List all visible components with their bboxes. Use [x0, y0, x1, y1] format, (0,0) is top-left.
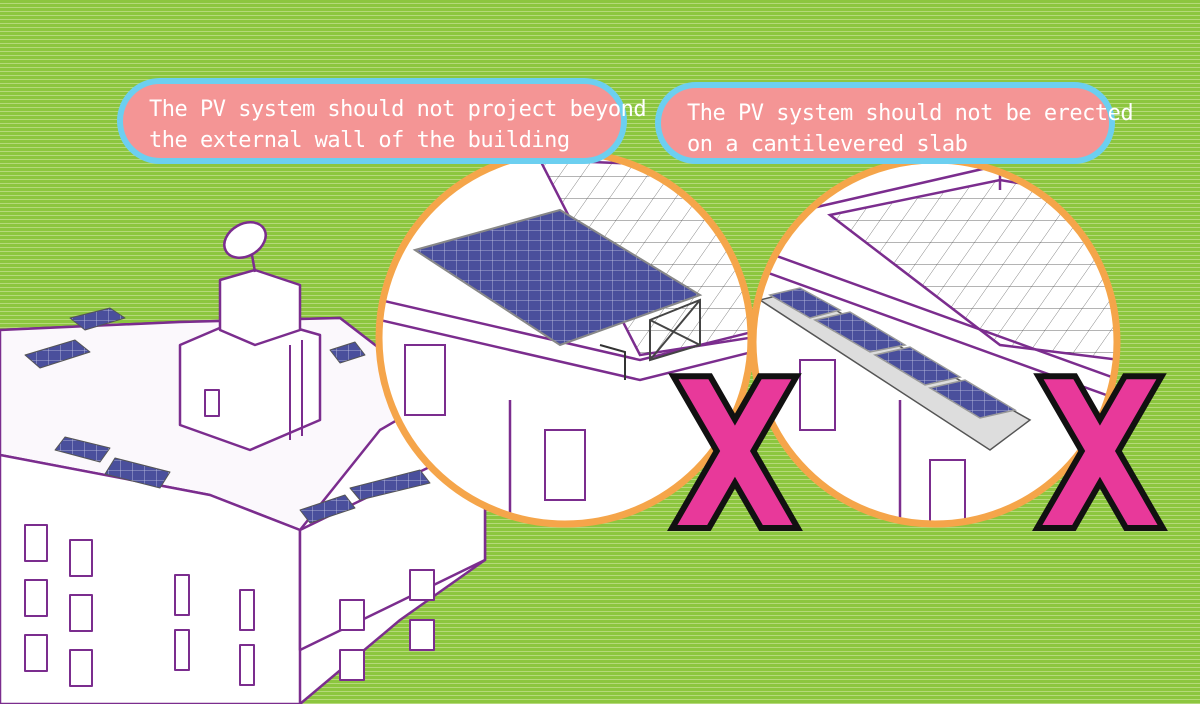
- callout-line: The PV system should not be erected: [687, 101, 1134, 126]
- callout-line: on a cantilevered slab: [687, 132, 968, 157]
- detail-lens-cantilevered-slab: [749, 156, 1121, 528]
- callout-cantilevered-slab: The PV system should not be erected on a…: [655, 82, 1134, 164]
- callout-line: the external wall of the building: [149, 128, 570, 153]
- callout-line: The PV system should not project beyond: [149, 97, 647, 122]
- wrong-mark-1: X: [675, 340, 795, 573]
- callout-project-beyond-wall: The PV system should not project beyond …: [117, 78, 647, 164]
- wrong-mark-2: X: [1040, 340, 1160, 573]
